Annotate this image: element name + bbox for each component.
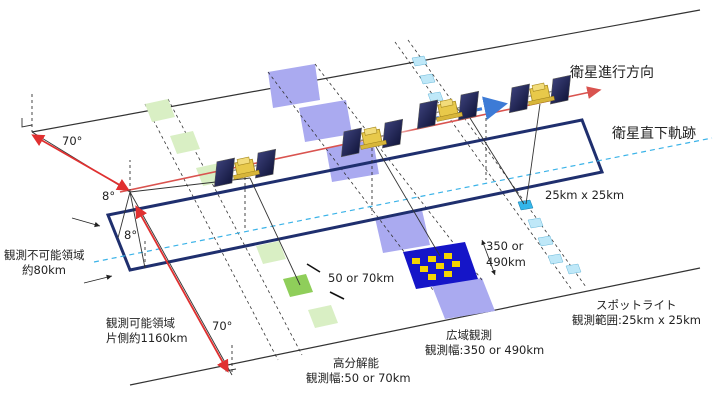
spotlight-range: 観測範囲:25km x 25km [572, 313, 701, 327]
observable-label-2: 片側約1160km [106, 331, 188, 345]
spot-cell [537, 235, 554, 247]
spotlight-title: スポットライト [596, 298, 677, 312]
angle-8-b: 8° [124, 228, 137, 242]
nadir-track-label: 衛星直下軌跡 [612, 125, 696, 142]
wide-area-cell [432, 278, 495, 319]
wide-area-cell [299, 100, 352, 142]
hires-cell [170, 131, 200, 154]
nadir-track-line [93, 137, 713, 263]
range-arrow-top [31, 134, 130, 191]
unobservable-band [105, 118, 605, 272]
wide-size-label-1: 350 or [486, 239, 524, 253]
wide-area-swath [267, 63, 495, 319]
spot-size-label: 25km x 25km [545, 188, 624, 202]
observable-label-1: 観測可能領域 [106, 316, 175, 330]
satellite-icon [208, 74, 577, 188]
angle-70-top: 70° [62, 134, 82, 148]
hires-cell [256, 241, 286, 264]
spot-cell [427, 91, 444, 103]
hires-title: 高分解能 [333, 356, 379, 370]
spot-cell [527, 217, 544, 229]
unobservable-label-1: 観測不可能領域 [4, 248, 85, 262]
wide-range: 観測幅:350 or 490km [425, 343, 544, 357]
hires-cell [308, 305, 338, 328]
angle-8-a: 8° [102, 189, 115, 203]
hires-active-cell [283, 274, 313, 297]
spot-cell [411, 55, 428, 67]
unobservable-label-2: 約80km [22, 263, 66, 277]
wide-title: 広域観測 [446, 328, 492, 342]
satellite-direction-label: 衛星進行方向 [570, 65, 654, 81]
wide-size-label-2: 490km [486, 255, 526, 269]
wide-area-cell [375, 210, 430, 253]
high-resolution-swath [144, 98, 345, 361]
range-arrow-bottom [135, 205, 229, 373]
hires-size-label: 50 or 70km [328, 271, 394, 285]
spot-active-cell [517, 199, 534, 211]
spot-cell [419, 73, 436, 85]
hires-range: 観測幅:50 or 70km [306, 371, 411, 385]
spot-cell [565, 263, 582, 275]
spotlight-swath [394, 39, 587, 291]
wide-area-checker [412, 253, 460, 280]
wide-area-cell [268, 64, 320, 108]
hires-cell [145, 99, 175, 122]
ground-far-edge [31, 9, 701, 133]
angle-70-bottom: 70° [212, 319, 232, 333]
spot-cell [547, 253, 564, 265]
wide-area-cell [326, 140, 379, 182]
